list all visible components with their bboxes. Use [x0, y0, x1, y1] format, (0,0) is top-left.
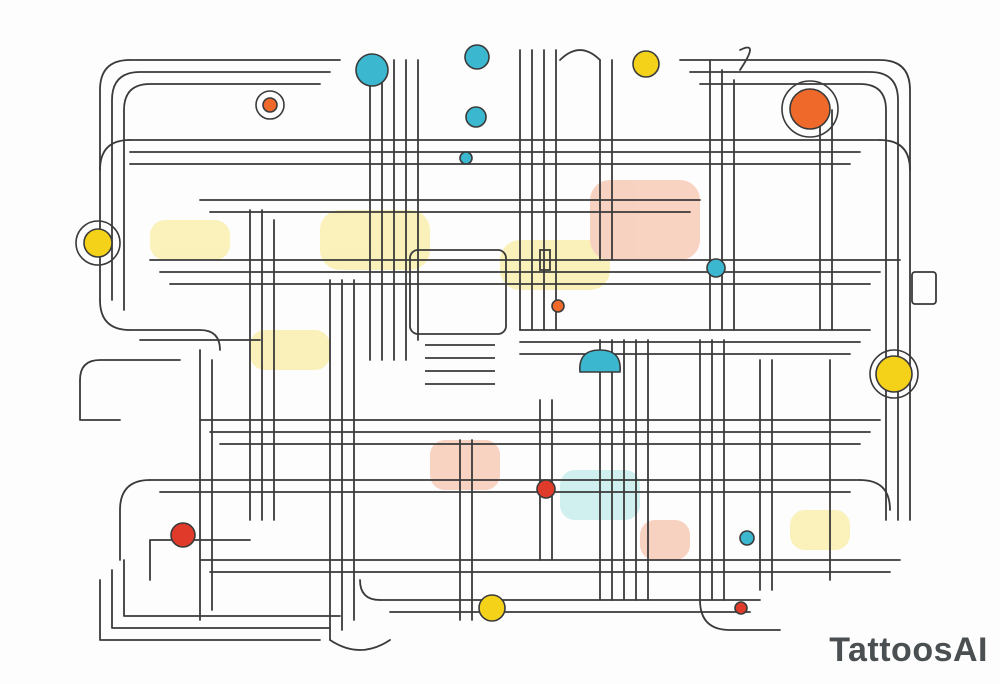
yellow-node [632, 50, 660, 78]
orange-node [262, 97, 278, 113]
teal-node [464, 44, 490, 70]
red-node [536, 479, 556, 499]
node-rings [75, 80, 919, 399]
red-node [734, 601, 748, 615]
wire-bundles [79, 46, 911, 651]
orange-node [551, 299, 565, 313]
teal-node [465, 106, 487, 128]
teal-node [579, 349, 621, 373]
teal-node [459, 151, 473, 165]
color-washes [150, 180, 850, 560]
yellow-node [478, 594, 506, 622]
yellow-node [875, 355, 913, 393]
teal-node [706, 258, 726, 278]
watermark-logo: TattoosAI [829, 631, 988, 669]
teal-node [355, 53, 389, 87]
teal-node [739, 530, 755, 546]
yellow-node [83, 228, 113, 258]
nodes [83, 44, 913, 622]
red-node [170, 522, 196, 548]
orange-node [789, 88, 831, 130]
central-chip [409, 249, 937, 385]
